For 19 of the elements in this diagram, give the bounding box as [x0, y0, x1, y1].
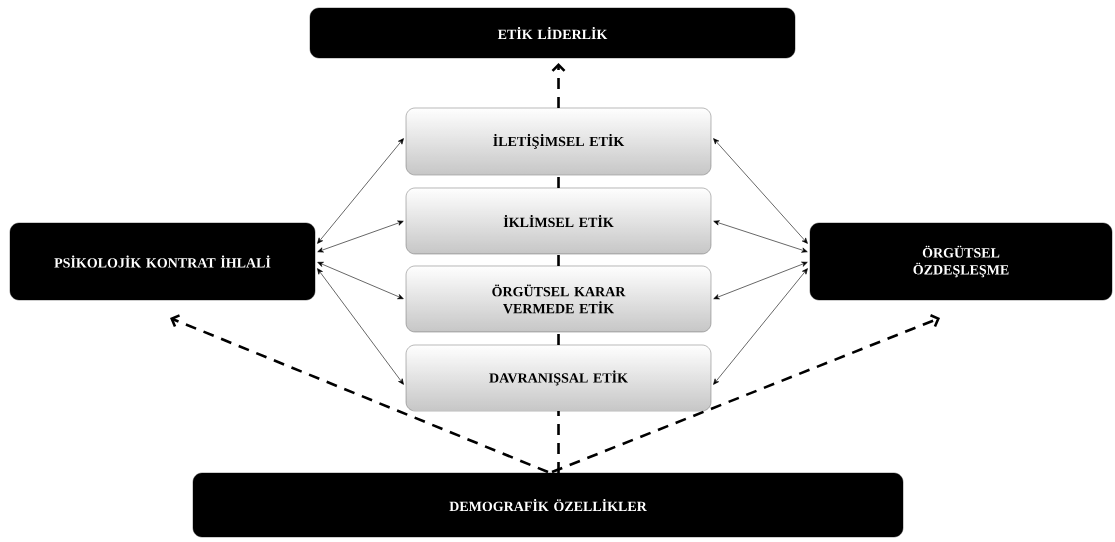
arrow: [713, 138, 808, 244]
process-box: DAVRANIŞSAL ETİK: [405, 344, 712, 412]
arrow: [170, 314, 549, 474]
arrow: [713, 268, 808, 385]
dark-box: ÖRGÜTSEL ÖZDEŞLEŞME: [809, 222, 1113, 301]
arrow: [317, 138, 404, 244]
arrow: [317, 268, 404, 385]
dark-box: DEMOGRAFİK ÖZELLİKLER: [192, 472, 904, 538]
arrow: [551, 314, 940, 474]
dark-box: PSİKOLOJİK KONTRAT İHLALİ: [9, 222, 316, 301]
arrow: [551, 63, 566, 108]
process-box: İLETİŞİMSEL ETİK: [405, 107, 712, 176]
process-box: İKLİMSEL ETİK: [405, 187, 712, 255]
dark-box: ETİK LİDERLİK: [309, 7, 796, 59]
arrow: [713, 261, 808, 300]
arrow: [713, 220, 808, 253]
process-box: ÖRGÜTSEL KARAR VERMEDE ETİK: [405, 265, 712, 333]
arrow: [317, 261, 404, 300]
arrow: [317, 220, 404, 253]
